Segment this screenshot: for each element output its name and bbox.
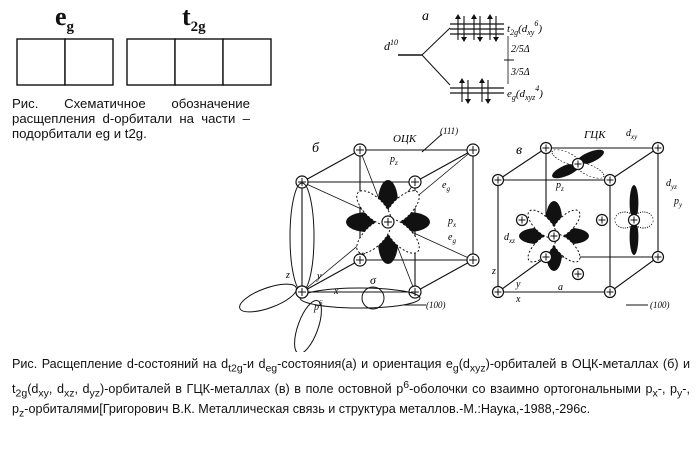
eg-box-2 — [64, 38, 114, 86]
eg-levels — [450, 87, 504, 94]
fcc-dir-100: (100) — [650, 300, 670, 310]
caption-top: Рис. Схематичное обозначение расщепления… — [12, 96, 250, 141]
split-line-down — [421, 54, 451, 86]
fcc-py-label: py — [673, 196, 683, 209]
eg-header-main: e — [55, 2, 67, 31]
t2g-header-main: t — [182, 2, 191, 31]
fcc-axis-x: x — [515, 294, 521, 305]
eg-box-group — [16, 38, 114, 86]
t2g-header: t2g — [182, 2, 206, 36]
t2g-levels — [450, 23, 504, 35]
bcc-p-shell — [239, 182, 322, 352]
bcc-axis-z: z — [285, 270, 290, 281]
diagram-a: а d10 t2g(dxy6) 2/5Δ 3/5Δ eg(dxyz4) — [384, 9, 543, 104]
eg-level-label: eg(dxyz4) — [507, 84, 543, 102]
bcc-sigma: σ — [370, 273, 377, 287]
fcc-title: ГЦК — [583, 129, 606, 141]
bcc-axis-y: y — [316, 271, 322, 282]
fcc-axis-y: y — [515, 279, 521, 290]
eg-arrowheads — [459, 78, 491, 104]
dir-111: (111) — [440, 126, 458, 136]
bcc-title: ОЦК — [393, 133, 417, 145]
fcc-a-label: a — [558, 282, 563, 293]
fcc-pz-label: pz — [555, 180, 564, 193]
eg-header-sub: g — [66, 19, 75, 36]
bcc-axis-x: x — [333, 286, 339, 297]
bcc-px-label: px — [447, 216, 457, 229]
diagram-b-bcc: б ОЦК (111) pz eg px eg — [239, 126, 480, 352]
t2g-box-2 — [174, 38, 224, 86]
caption-bottom: Рис. Расщепление d-состояний на dt2g-и d… — [12, 357, 691, 420]
t2g-level-label: t2g(dxy6) — [507, 19, 542, 37]
bcc-eg-label-2: eg — [448, 232, 456, 245]
d10-label: d10 — [384, 38, 398, 53]
bcc-eg-label-1: eg — [442, 180, 450, 193]
diagram-v-fcc: в ГЦК dxy pz dxz dyz py z y x — [491, 128, 683, 310]
t2g-box-1 — [126, 38, 176, 86]
bcc-p6-label: p6 — [313, 299, 323, 313]
t2g-header-sub: 2g — [190, 19, 206, 36]
t2g-box-group — [126, 38, 272, 86]
upper-split-label: 2/5Δ — [511, 44, 530, 55]
fcc-dxy-label: dxy — [626, 128, 638, 141]
fcc-dyz-label: dyz — [666, 178, 677, 191]
diagram-b-label: б — [312, 141, 320, 156]
t2g-arrowheads — [455, 14, 499, 42]
t2g-box-3 — [222, 38, 272, 86]
fcc-dxz-label: dxz — [504, 232, 515, 245]
caption-top-text: Рис. Схематичное обозначение расщепления… — [12, 96, 250, 141]
eg-box-1 — [16, 38, 66, 86]
orbital-boxes — [16, 38, 272, 86]
t2g-arrows — [457, 16, 497, 40]
dir-111-arrow — [421, 133, 443, 153]
eg-arrows — [461, 80, 489, 102]
bcc-dir-100: (100) — [426, 300, 446, 310]
diagram-a-label: а — [422, 9, 429, 24]
diagram-v-label: в — [516, 143, 522, 158]
fcc-axis-z: z — [491, 266, 496, 277]
lower-split-label: 3/5Δ — [510, 67, 530, 78]
split-line-up — [421, 27, 451, 56]
bcc-pz-label: pz — [389, 154, 398, 167]
eg-header: eg — [55, 2, 74, 36]
